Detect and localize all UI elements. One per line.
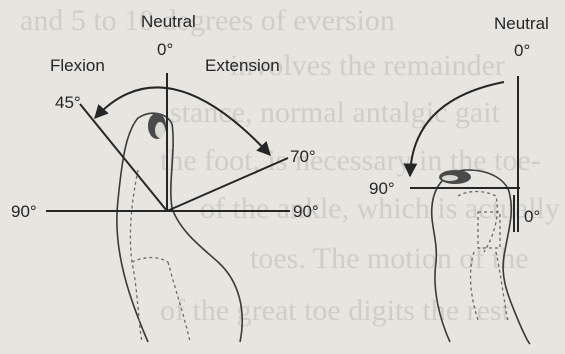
flexion-angle-label: 45° [55,93,81,112]
left-neutral-label: Neutral [141,12,196,31]
extension-angle-label: 70° [290,147,316,166]
background-line: of the ankle, which is actually [200,192,560,225]
right-angle-label: 90° [369,179,395,198]
right-toenail-highlight [442,175,458,181]
background-line: toes. The motion of the [250,242,529,275]
flexion-label: Flexion [50,56,105,75]
background-line: involves the remainder [230,49,505,82]
right-toe-outline [430,169,531,345]
left-extension-line [166,157,289,212]
background-text: and 5 to 10 degrees of eversion involves… [20,4,560,327]
right-diagram: Neutral 0° 90° 0° [369,14,549,345]
extension-label: Extension [205,56,280,75]
left-motion-arc [94,86,271,157]
right-top-zero-label: 0° [514,41,530,60]
background-line: and 5 to 10 degrees of eversion [20,4,395,37]
left-zero-label: 0° [157,40,173,59]
right-phalanx-outline [477,211,501,249]
background-line: of the great toe digits the rest [160,294,511,327]
right-horizontal-angle-label: 90° [293,202,319,221]
right-bone-outline [457,190,509,323]
right-motion-arc [403,81,505,178]
right-bottom-zero-label: 0° [524,207,540,226]
left-bone-outline [129,169,191,343]
left-toenail-highlight [155,122,165,138]
right-neutral-label: Neutral [494,14,549,33]
left-horizontal-angle-label: 90° [11,202,37,221]
left-diagram: Neutral 0° Flexion Extension 45° 70° 90°… [11,12,319,343]
